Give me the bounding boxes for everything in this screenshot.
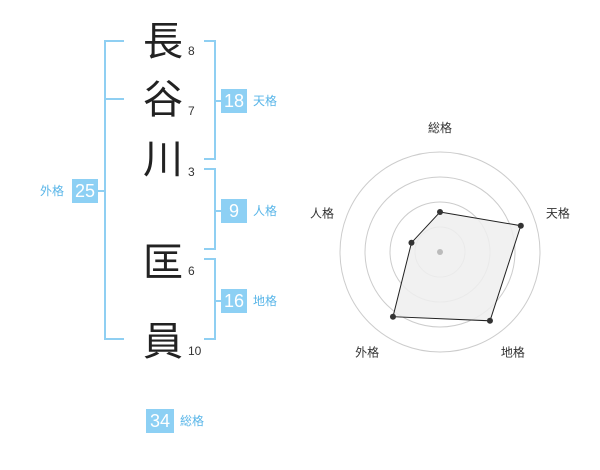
stroke-count-5: 10 (188, 344, 202, 358)
tenkaku-value: 18 (221, 89, 247, 113)
radar-point-1 (437, 209, 443, 215)
radar-axis-label-4: 外格 (355, 344, 379, 359)
radar-polygon (392, 211, 522, 322)
radar-axis-label-3: 地格 (501, 344, 525, 359)
stroke-count-2: 7 (188, 104, 195, 118)
radar-point-3 (486, 317, 493, 324)
name-char-1: 長 (143, 19, 183, 65)
tenkaku-label: 天格 (253, 94, 278, 108)
soukaku-value: 34 (146, 409, 174, 433)
radar-ring-3 (364, 176, 516, 328)
name-char-5: 員 (143, 319, 183, 365)
jinkaku-value: 9 (221, 199, 247, 223)
soukaku-label: 総格 (180, 414, 205, 428)
stroke-count-4: 6 (188, 264, 195, 278)
chikaku-label: 地格 (253, 294, 278, 308)
radar-center-dot (437, 249, 443, 255)
radar-point-4 (389, 313, 396, 320)
name-char-4: 匡 (143, 240, 183, 286)
radar-axis-label-5: 人格 (310, 206, 334, 221)
name-char-3: 川 (143, 137, 183, 183)
jinkaku-label: 人格 (253, 204, 278, 218)
radar-axis-label-2: 天格 (546, 206, 570, 221)
radar-ring-4 (339, 151, 541, 353)
stroke-count-3: 3 (188, 165, 195, 179)
gaikaku-label: 外格 (40, 184, 65, 198)
stroke-count-1: 8 (188, 44, 195, 58)
radar-point-5 (408, 239, 415, 246)
radar-axis-label-1: 総格 (428, 120, 452, 135)
radar-point-2 (517, 222, 524, 229)
gaikaku-value: 25 (72, 179, 98, 203)
chikaku-value: 16 (221, 289, 247, 313)
name-char-2: 谷 (143, 77, 183, 123)
